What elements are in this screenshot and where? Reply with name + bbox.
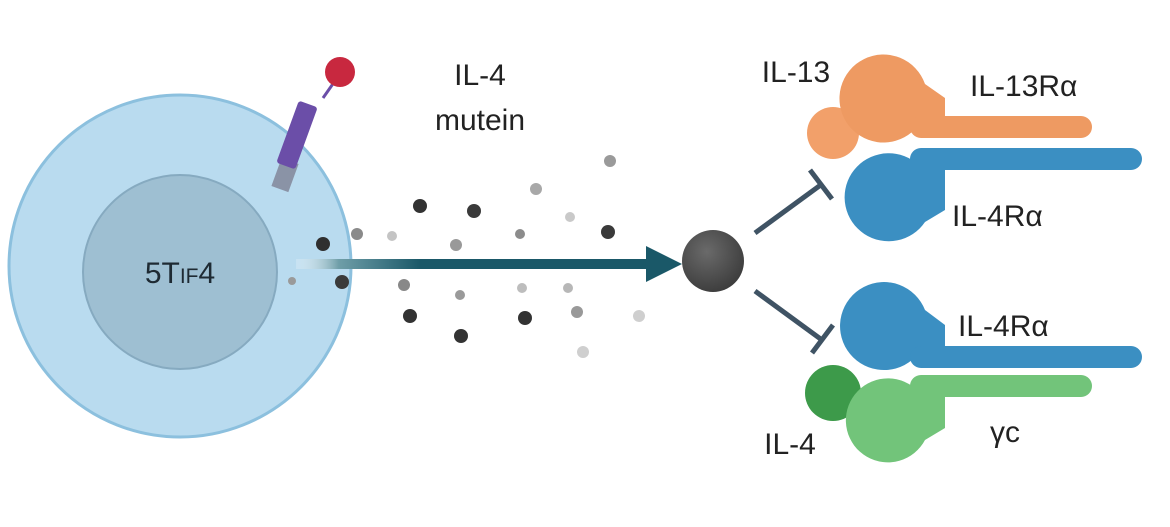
il4ra-top-label: IL-4Rα bbox=[952, 200, 1043, 233]
mutein-particle bbox=[467, 204, 481, 218]
il4ra-receptor-bottom bbox=[840, 282, 1142, 371]
mutein-particle bbox=[565, 212, 575, 222]
marker-stalk bbox=[277, 101, 317, 169]
il13-label: IL-13 bbox=[762, 56, 830, 89]
inhibitor-top bbox=[753, 168, 834, 236]
il13-complex: IL-13 IL-13Rα IL-4Rα bbox=[762, 54, 1142, 242]
mutein-particle bbox=[387, 231, 397, 241]
arrow-head bbox=[646, 246, 682, 282]
mutein-particle bbox=[455, 290, 465, 300]
tumor-cell: 5TIF4 bbox=[7, 93, 353, 439]
gamma-c-receptor bbox=[845, 375, 1092, 463]
mutein-particle bbox=[601, 225, 615, 239]
inhibitor-bottom-line bbox=[753, 288, 824, 343]
mutein-particle bbox=[577, 346, 589, 358]
il4-label: IL-4 bbox=[764, 428, 816, 461]
membrane-marker bbox=[271, 57, 355, 193]
il4ra-receptor-top bbox=[844, 148, 1142, 242]
mutein-particle bbox=[351, 228, 363, 240]
mutein-particle bbox=[454, 329, 468, 343]
mutein-particle bbox=[335, 275, 349, 289]
il13ra-tail bbox=[910, 116, 1092, 138]
cell-nucleus bbox=[82, 174, 278, 370]
mutein-particles bbox=[288, 155, 645, 358]
mutein-particle bbox=[530, 183, 542, 195]
inhibitor-bottom-bar bbox=[810, 323, 835, 355]
gamma-c-tail bbox=[910, 375, 1092, 397]
mutein-particle bbox=[571, 306, 583, 318]
mutein-particle bbox=[518, 311, 532, 325]
marker-head bbox=[325, 57, 355, 87]
il4ra-top-tail bbox=[910, 148, 1142, 170]
mutein-particle bbox=[403, 309, 417, 323]
mutein-molecule bbox=[682, 230, 744, 292]
mutein-particle bbox=[316, 237, 330, 251]
inhibitor-top-bar bbox=[808, 168, 834, 201]
il4-complex: IL-4 IL-4Rα γc bbox=[764, 282, 1142, 463]
secretion-arrow bbox=[296, 246, 682, 282]
mutein-particle bbox=[398, 279, 410, 291]
mutein-particle bbox=[515, 229, 525, 239]
gamma-c-head bbox=[845, 378, 945, 463]
il13ra-label: IL-13Rα bbox=[970, 70, 1077, 103]
il4ra-bottom-label: IL-4Rα bbox=[958, 310, 1049, 343]
arrow-shaft bbox=[296, 259, 652, 269]
il13ra-receptor bbox=[839, 54, 1092, 143]
cell-label: 5TIF4 bbox=[145, 257, 215, 290]
il4ra-top-head bbox=[844, 153, 945, 242]
mutein-particle bbox=[288, 277, 296, 285]
mutein-label-line1: IL-4 bbox=[454, 59, 506, 92]
mutein-particle bbox=[563, 283, 573, 293]
il4-ligand bbox=[805, 365, 861, 421]
il4ra-bottom-tail bbox=[910, 346, 1142, 368]
mutein-label-line2: mutein bbox=[435, 104, 525, 137]
gamma-c-label: γc bbox=[990, 416, 1020, 449]
mutein-particle bbox=[604, 155, 616, 167]
mutein-particle bbox=[633, 310, 645, 322]
mutein-particle bbox=[517, 283, 527, 293]
mutein-particle bbox=[413, 199, 427, 213]
inhibitor-bottom bbox=[753, 288, 835, 355]
inhibitor-top-line bbox=[753, 181, 824, 236]
mutein-particle bbox=[450, 239, 462, 251]
